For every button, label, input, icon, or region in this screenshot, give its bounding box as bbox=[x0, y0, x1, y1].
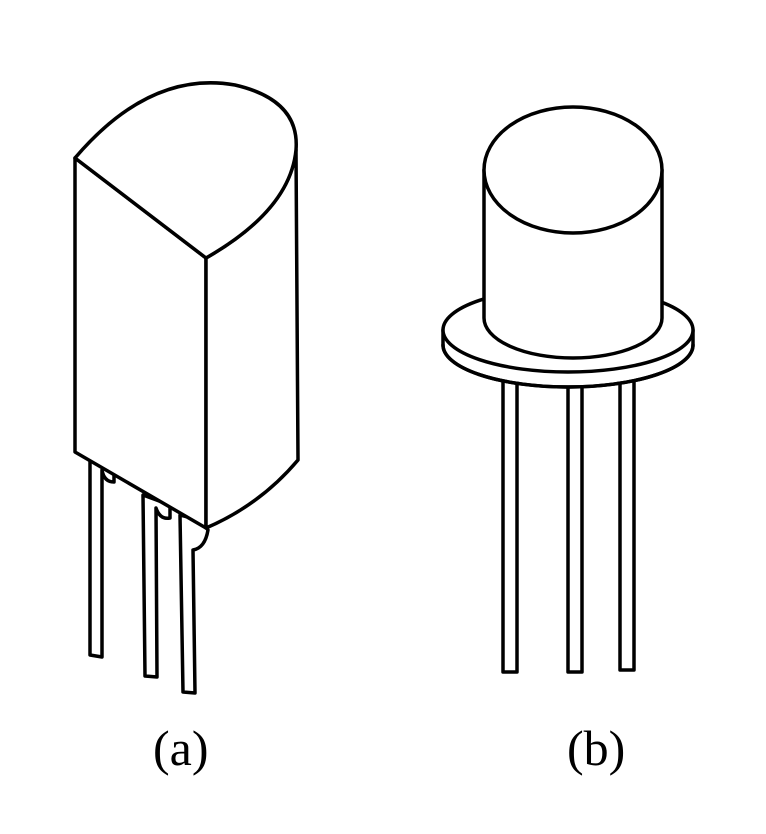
package-a-leads bbox=[88, 458, 210, 695]
plastic-package-a bbox=[73, 81, 300, 695]
caption-b: (b) bbox=[567, 720, 625, 776]
package-a-lead-middle bbox=[141, 493, 172, 679]
package-a-lead-right bbox=[178, 513, 210, 695]
metal-can-package-b bbox=[441, 105, 695, 674]
package-a-lead-left bbox=[88, 458, 116, 659]
caption-a: (a) bbox=[153, 720, 209, 776]
package-b-can-top bbox=[482, 105, 664, 235]
package-b-leads bbox=[501, 378, 636, 674]
package-b-lead-middle bbox=[566, 378, 584, 674]
package-a-top-face bbox=[73, 81, 298, 260]
package-b-lead-right bbox=[618, 378, 636, 672]
package-b-flange-underside bbox=[441, 343, 695, 389]
package-b-lead-left bbox=[501, 378, 519, 674]
